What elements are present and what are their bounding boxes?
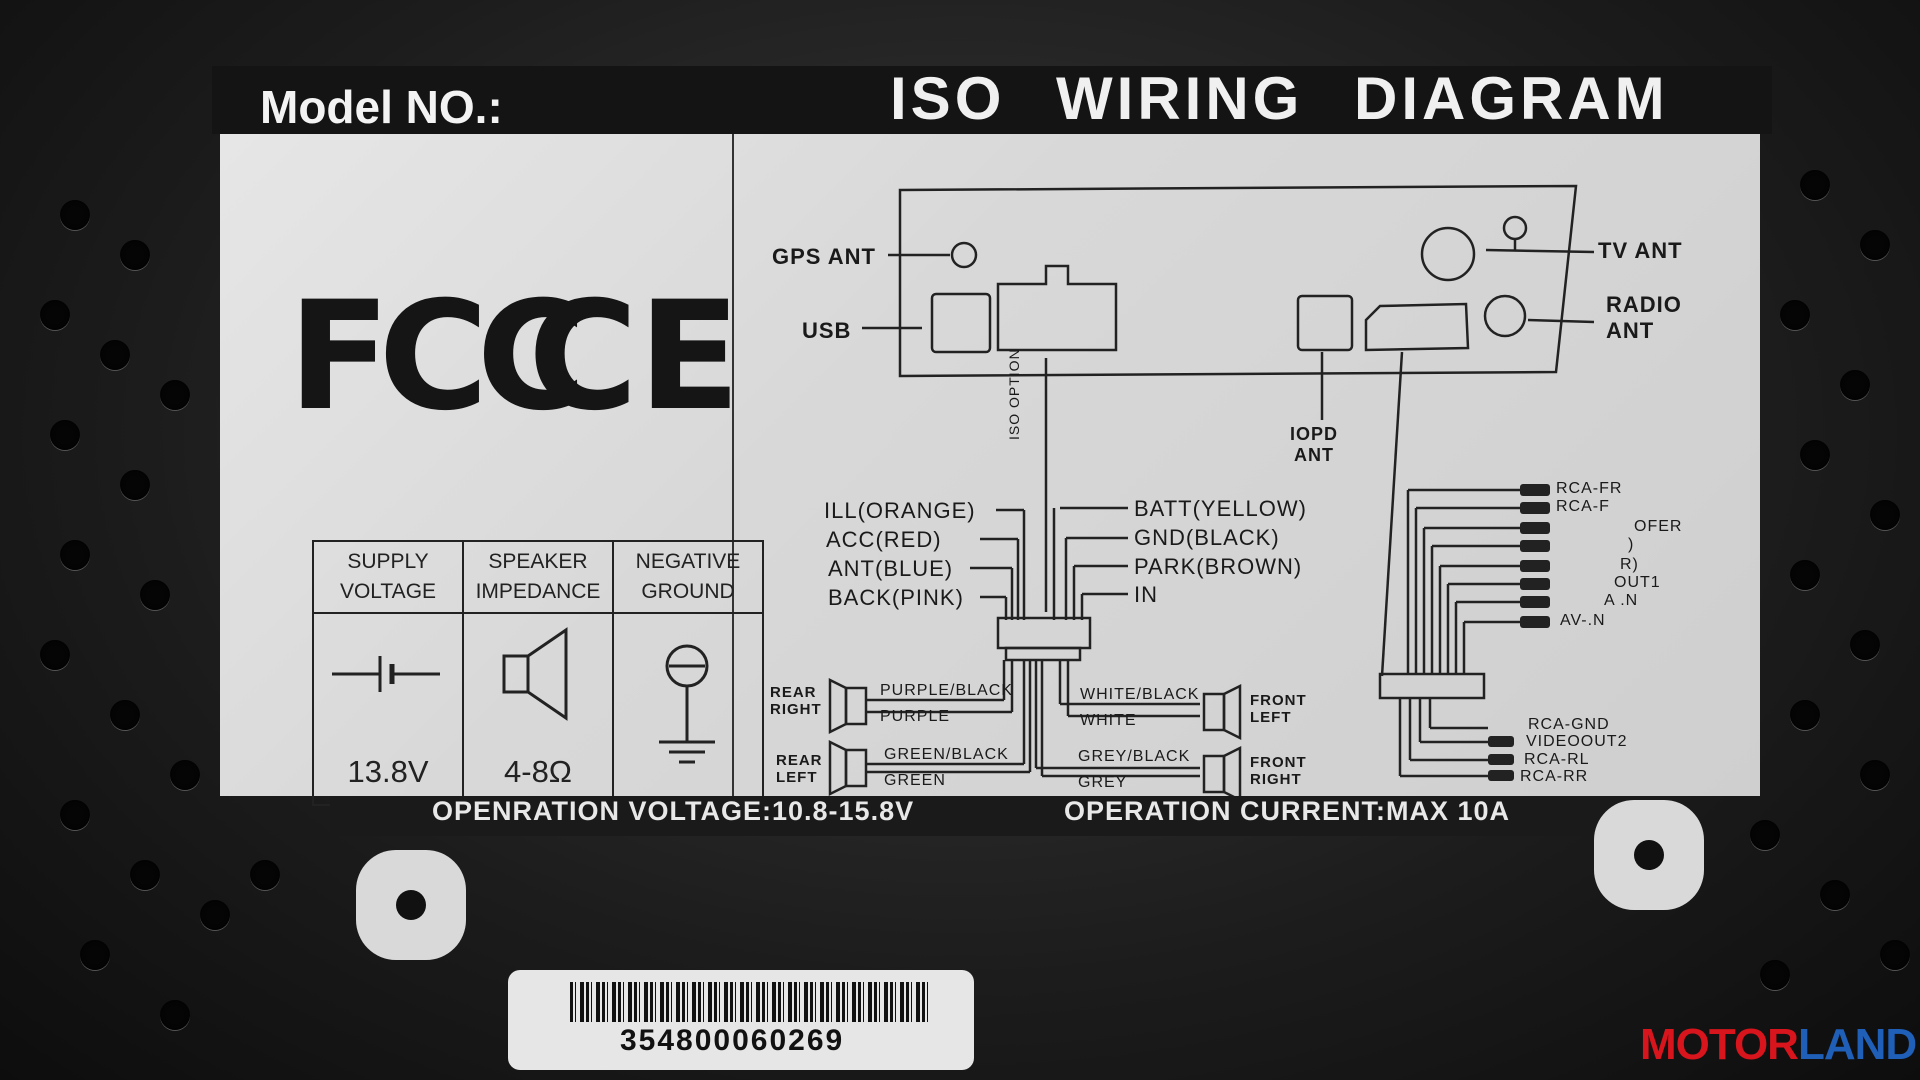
supply-voltage-value: 13.8V bbox=[347, 754, 429, 789]
rca-rl-label: RCA-RL bbox=[1524, 751, 1590, 768]
rca-gnd-label: RCA-GND bbox=[1528, 716, 1610, 733]
speaker-icon bbox=[502, 627, 568, 721]
speaker-symbol-cell: 4-8Ω bbox=[462, 612, 614, 806]
rca-rr-label: RCA-RR bbox=[1520, 768, 1589, 785]
label-footer bbox=[330, 796, 1660, 836]
barcode-sticker: 354800060269 bbox=[508, 970, 974, 1070]
sticker-divider bbox=[732, 134, 734, 796]
mounting-tab-right bbox=[1594, 800, 1704, 910]
tv-antenna-label: TV ANT bbox=[1598, 238, 1683, 263]
label-header bbox=[212, 66, 1772, 134]
fcc-logo: FCC bbox=[288, 270, 587, 444]
rca-subwoofer-label: OFER bbox=[1634, 518, 1683, 535]
grey-wire-label: GREY bbox=[1078, 774, 1128, 791]
wire-in-label: IN bbox=[1134, 582, 1158, 607]
ground-symbol-cell bbox=[612, 612, 764, 806]
rca-label-5: R) bbox=[1620, 556, 1639, 573]
rca-label-7: A .N bbox=[1604, 592, 1639, 609]
model-number-label: Model NO.: bbox=[260, 81, 503, 133]
motorland-watermark: MOTORLAND bbox=[1640, 1020, 1917, 1069]
battery-icon bbox=[332, 656, 440, 692]
green-wire-label: GREEN bbox=[884, 772, 946, 789]
wire-ant-label: ANT(BLUE) bbox=[828, 556, 954, 581]
white-black-wire-label: WHITE/BLACK bbox=[1080, 686, 1200, 703]
screw-hole-right bbox=[1634, 840, 1664, 870]
usb-label: USB bbox=[802, 318, 852, 343]
ground-icon bbox=[659, 644, 715, 764]
white-wire-label: WHITE bbox=[1080, 712, 1137, 729]
wire-gnd-label: GND(BLACK) bbox=[1134, 525, 1280, 550]
wire-batt-label: BATT(YELLOW) bbox=[1134, 496, 1307, 521]
wire-back-label: BACK(PINK) bbox=[828, 585, 964, 610]
green-black-wire-label: GREEN/BLACK bbox=[884, 746, 1009, 763]
wire-ill-label: ILL(ORANGE) bbox=[824, 498, 976, 523]
rca-av-in-label: AV-.N bbox=[1560, 612, 1606, 629]
ce-logo: CE bbox=[528, 270, 741, 444]
rca-label-4: ) bbox=[1628, 536, 1635, 553]
mounting-tab-left bbox=[356, 850, 466, 960]
rca-video-out1-label: OUT1 bbox=[1614, 574, 1661, 591]
iso-option-label: ISO OPTION bbox=[1006, 348, 1022, 440]
battery-symbol-cell: 13.8V bbox=[312, 612, 464, 806]
grey-black-wire-label: GREY/BLACK bbox=[1078, 748, 1191, 765]
video-out2-label: VIDEOOUT2 bbox=[1526, 733, 1628, 750]
barcode-number: 354800060269 bbox=[620, 1024, 845, 1057]
operation-voltage: OPENRATION VOLTAGE:10.8-15.8V bbox=[432, 796, 915, 826]
barcode-bars bbox=[570, 982, 930, 1022]
diagram-title: ISO WIRING DIAGRAM bbox=[890, 65, 1669, 132]
rca-fr-label: RCA-FR bbox=[1556, 480, 1623, 497]
rca-f-label: RCA-F bbox=[1556, 498, 1610, 515]
wire-park-label: PARK(BROWN) bbox=[1134, 554, 1303, 579]
speaker-impedance-value: 4-8Ω bbox=[504, 754, 572, 789]
purple-wire-label: PURPLE bbox=[880, 708, 951, 725]
screw-hole-left bbox=[396, 890, 426, 920]
operation-current: OPERATION CURRENT:MAX 10A bbox=[1064, 796, 1511, 826]
gps-antenna-label: GPS ANT bbox=[772, 244, 876, 269]
purple-black-wire-label: PURPLE/BLACK bbox=[880, 682, 1013, 699]
wire-acc-label: ACC(RED) bbox=[826, 527, 942, 552]
